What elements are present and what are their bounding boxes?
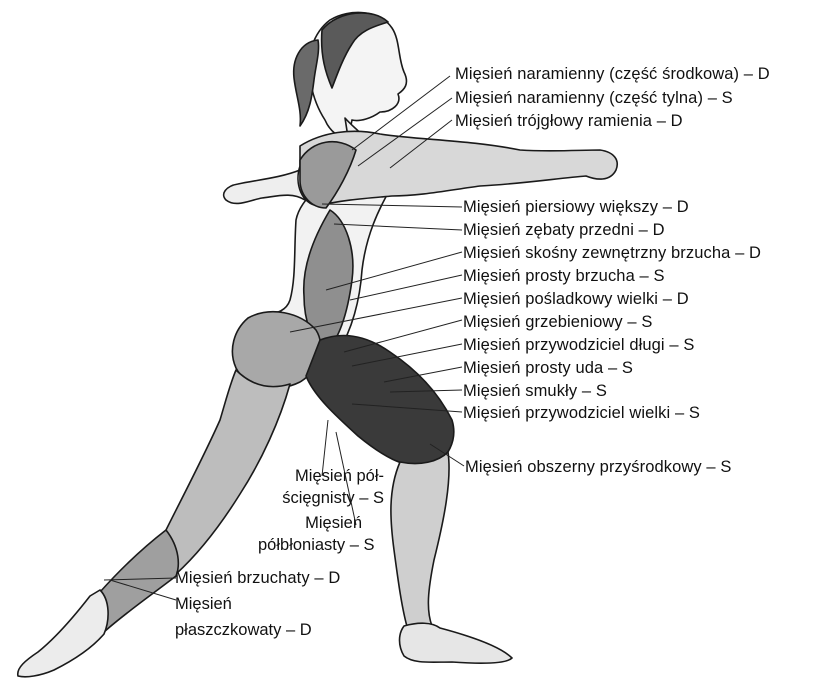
front-thigh (306, 336, 454, 467)
label-soleus: Mięsień płaszczkowaty – D (175, 593, 312, 641)
label-vastus-medialis: Mięsień obszerny przyśrodkowy – S (465, 457, 732, 477)
label-semitendinosus: Mięsień pół- ścięgnisty – S (262, 465, 384, 509)
front-foot (400, 623, 513, 663)
label-serratus-anterior: Mięsień zębaty przedni – D (463, 220, 665, 240)
label-semimembranosus-line2: półbłoniasty – S (258, 534, 362, 556)
label-adductor-longus: Mięsień przywodziciel długi – S (463, 335, 694, 355)
label-pectoralis-major: Mięsień piersiowy większy – D (463, 197, 689, 217)
label-gracilis: Mięsień smukły – S (463, 381, 607, 401)
label-soleus-line1: Mięsień (175, 593, 312, 615)
label-pectineus: Mięsień grzebieniowy – S (463, 312, 653, 332)
label-semimembranosus-line1: Mięsień (258, 512, 362, 534)
label-external-oblique: Mięsień skośny zewnętrzny brzucha – D (463, 243, 761, 263)
label-gastrocnemius: Mięsień brzuchaty – D (175, 568, 340, 588)
label-triceps: Mięsień trójgłowy ramienia – D (455, 111, 683, 131)
back-arm (224, 170, 305, 203)
label-soleus-line2: płaszczkowaty – D (175, 619, 312, 641)
label-rectus-femoris: Mięsień prosty uda – S (463, 358, 633, 378)
label-deltoid-middle: Mięsień naramienny (część środkowa) – D (455, 64, 770, 84)
label-semitendinosus-line1: Mięsień pół- (262, 465, 384, 487)
label-gluteus-maximus: Mięsień pośladkowy wielki – D (463, 289, 689, 309)
front-shin (391, 452, 449, 630)
label-adductor-magnus: Mięsień przywodziciel wielki – S (463, 403, 700, 423)
label-semitendinosus-line2: ścięgnisty – S (262, 487, 384, 509)
back-foot (18, 590, 108, 677)
label-semimembranosus: Mięsień półbłoniasty – S (258, 512, 362, 556)
label-rectus-abdominis: Mięsień prosty brzucha – S (463, 266, 665, 286)
label-deltoid-posterior: Mięsień naramienny (część tylna) – S (455, 88, 733, 108)
